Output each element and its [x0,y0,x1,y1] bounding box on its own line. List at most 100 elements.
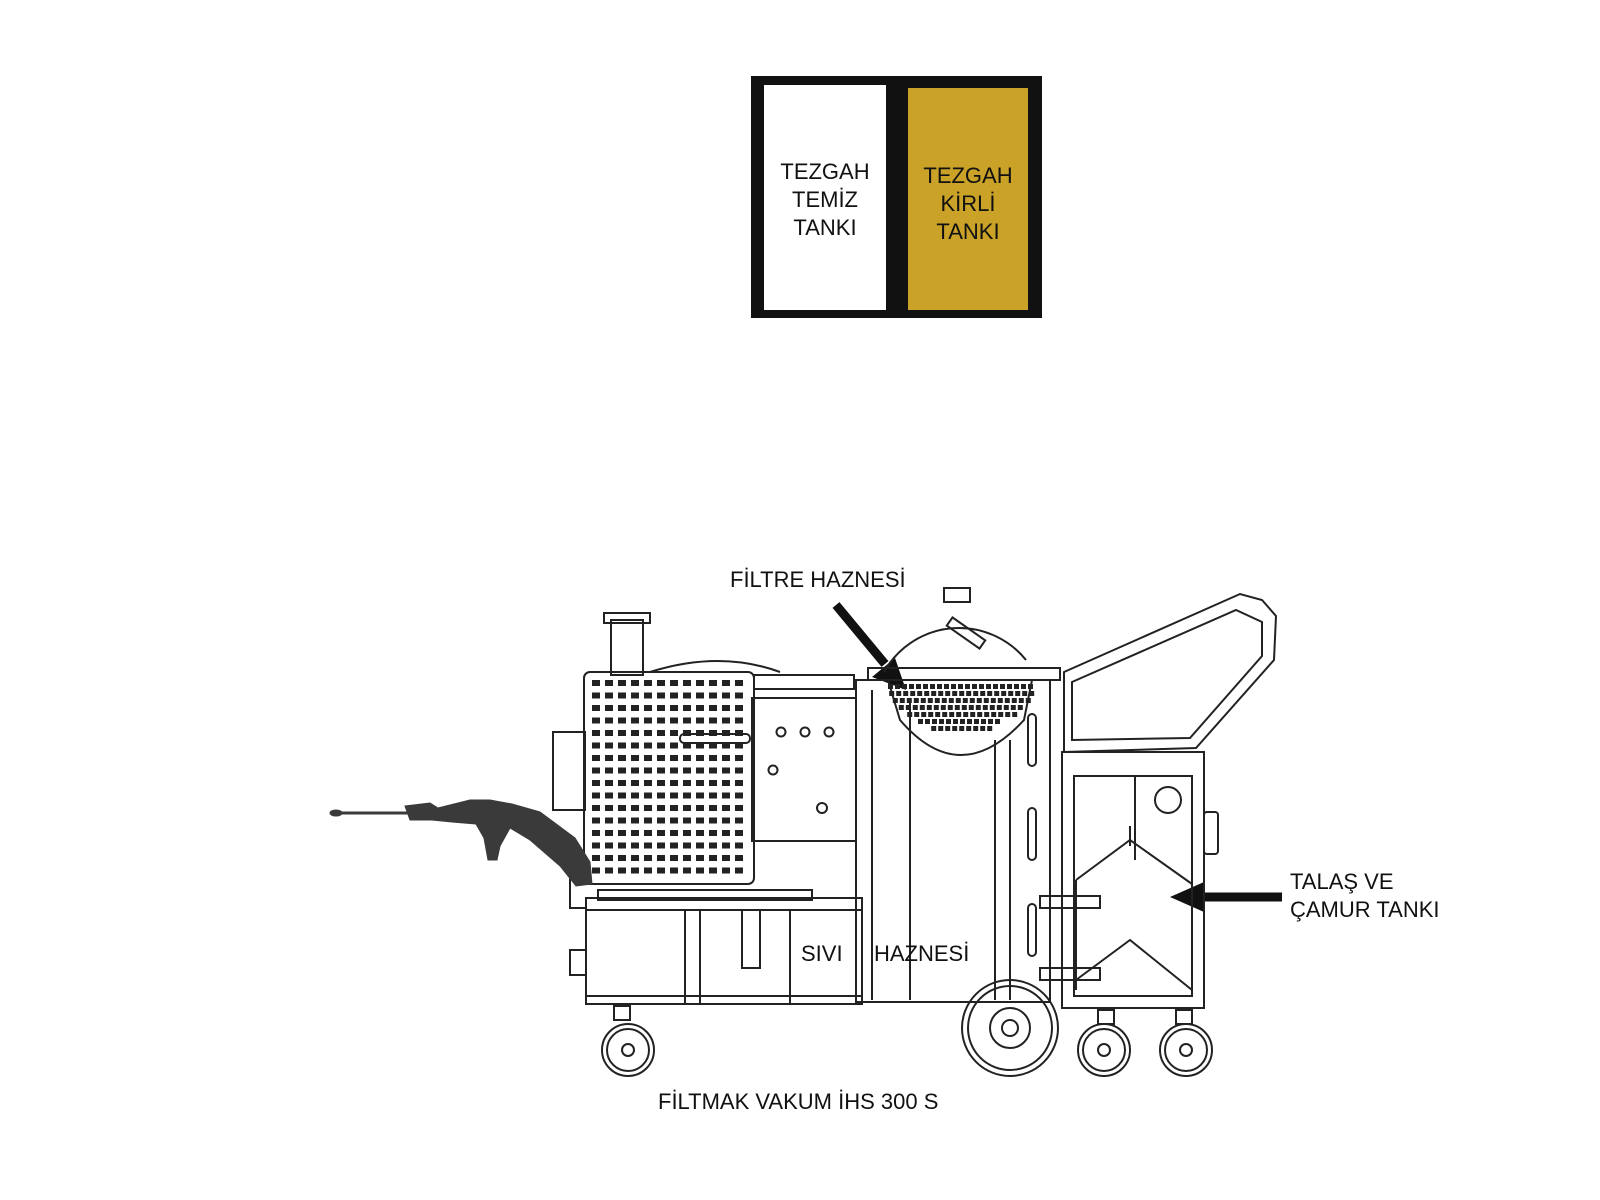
mesh-hole [981,719,986,724]
grille-slot [631,830,639,836]
grille-slot [696,792,704,799]
grille-slot [722,805,730,811]
grille-slot [735,830,743,836]
mesh-hole [958,684,963,689]
dirty-tank-line-1: TEZGAH [923,163,1013,188]
grille-slot [605,780,613,786]
grille-slot [592,755,600,761]
grille-slot [683,817,691,824]
grille-slot [722,792,730,799]
grille-slot [735,792,743,799]
grille-slot [683,680,691,686]
mesh-hole [1028,684,1033,689]
grille-slot [644,792,652,799]
grille-slot [696,767,704,774]
grille-slot [670,717,678,724]
mesh-hole [1001,691,1007,696]
grille-slot [631,692,639,699]
grille-slot [618,855,626,861]
grille-slot [735,842,743,849]
grille-slot [709,855,717,861]
mesh-hole [1021,684,1026,689]
mesh-hole [898,705,904,710]
grille-slot [618,817,626,824]
grille-slot [605,792,613,799]
filter-top-flange [867,667,1061,681]
grille-slot [631,792,639,799]
liquid-tank-label-word-1: SIVI [801,941,843,966]
mesh-hole [912,705,918,710]
grille-slot [670,805,678,811]
filter-window [945,616,987,650]
grille-slot [722,717,730,724]
filter-dome [883,626,1027,673]
mesh-hole [983,698,989,703]
grille-slot [709,717,717,724]
top-grille-strip [753,674,855,690]
mesh-hole [918,719,923,724]
filter-mesh [888,684,1035,731]
mesh-hole [998,712,1004,717]
dirty-tank-line-3: TANKI [936,219,1000,244]
grille-slot [592,680,600,686]
grille-slot [670,705,678,711]
control-knob-1 [775,726,787,738]
grille-slot [657,842,665,849]
sludge-tank-inner [1073,775,1193,997]
grille-slot [709,755,717,761]
grille-slot [670,817,678,824]
grille-slot [670,755,678,761]
mesh-hole [973,726,979,731]
filter-arrow-head [872,658,906,690]
mesh-hole [937,684,942,689]
grille-slot [735,717,743,724]
grille-slot [670,767,678,774]
mesh-hole [963,712,969,717]
grille-slot [683,705,691,711]
grille-slot [644,705,652,711]
dirty-tank-line-2: KİRLİ [940,191,996,216]
grille-slot [670,867,678,874]
mesh-hole [1010,705,1016,710]
legend-clean-tank: TEZGAH TEMİZ TANKI [764,158,886,242]
legend-clean-tank-swatch [764,85,886,310]
grille-slot [670,680,678,686]
mesh-hole [927,698,933,703]
control-knob-3 [823,726,835,738]
mesh-hole [917,691,923,696]
legend-dirty-tank-swatch [908,88,1028,310]
grille-slot [696,705,704,711]
grille-slot [722,855,730,861]
mesh-hole [954,705,960,710]
mesh-hole [996,705,1002,710]
grille-slot [631,705,639,711]
mesh-hole [924,691,930,696]
grille-slot [631,742,639,749]
mesh-hole [975,705,981,710]
mesh-hole [920,698,926,703]
grille-slot [683,792,691,799]
grille-slot [592,705,600,711]
grille-slot [709,817,717,824]
hopper [1063,592,1278,754]
grille-slot [618,867,626,874]
grille-slot [605,755,613,761]
sludge-tank-label-line-1: TALAŞ VE [1290,869,1394,894]
grille-slot [631,805,639,811]
grille-slot [605,705,613,711]
mesh-hole [889,691,895,696]
mesh-hole [942,712,948,717]
grille-slot [618,680,626,686]
mesh-hole [1011,698,1017,703]
grille-slot [644,817,652,824]
grille-slot [696,755,704,761]
mesh-hole [959,726,965,731]
grille-slot [644,867,652,874]
grille-slot [735,680,743,686]
tank-lift-frame [1075,826,1193,991]
mesh-hole [1004,698,1010,703]
filter-arrow-shaft [832,602,889,667]
sludge-tank-port [1154,786,1182,814]
grille-slot [670,830,678,836]
